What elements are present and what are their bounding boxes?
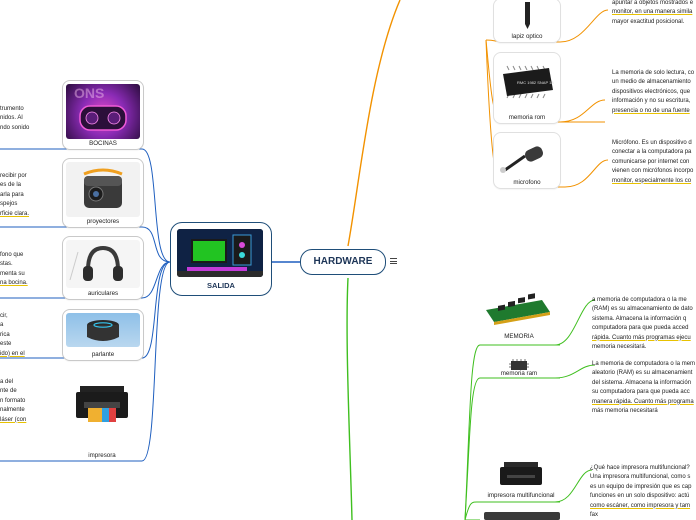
impresora-multifuncional-card[interactable]: impresora multifuncional [480,458,562,506]
proyectores-card[interactable]: proyectores [62,158,144,228]
memoria-ram-label: memoria ram [500,370,538,377]
rom-chip-icon: RMC 1982 SNAP 18 [497,56,557,110]
memoria-label: MEMORIA [504,333,534,340]
auriculares-description: fono que stas. menta su na bocina. [0,252,28,287]
rom-chip-text: RMC 1982 SNAP 18 [517,80,554,85]
parlante-label: parlante [91,351,115,358]
connector-entrada-trunk [347,0,401,247]
bocinas-description: trumento nidos. Al ndo sonido [0,106,30,131]
connector-ram-to-text [554,364,596,379]
microfono-label: microfono [513,179,541,186]
svg-text:ONS: ONS [74,85,104,101]
memoria-card[interactable]: MEMORIA [480,292,558,347]
memoria-ram-card[interactable]: memoria ram [480,358,558,380]
lapiz-optico-card[interactable]: lapiz optico [493,0,561,43]
speaker-icon: ONS [66,84,140,139]
memoria-ram-description: La memoria de computadora o la mem aleat… [592,361,696,415]
hamburger-icon[interactable] [390,258,397,264]
parlante-description: cir, a rica este ido) en el [0,313,25,357]
ram-chip-icon [509,359,529,370]
multifunction-printer-icon [500,462,542,485]
connector-rom-to-text [559,99,606,123]
proyectores-label: proyectores [86,218,120,225]
impresora-multifuncional-description: ¿Qué hace impresora multifuncional? Una … [590,465,692,519]
bocinas-label: BOCINAS [89,140,117,147]
impresora-description: a del nte de n formato nalmente láser (c… [0,379,27,423]
impresora-card[interactable]: impresora [62,372,142,462]
salida-label: SALIDA [207,281,235,290]
lapiz-optico-label: lapiz optico [511,33,543,40]
headphones-icon [66,240,140,288]
memoria-rom-label: memoria rom [508,114,546,121]
gaming-pc-icon [177,229,263,277]
microfono-description: Micrófono. Es un dispositivo d conectar … [612,140,694,184]
connector-lapiz-to-text [559,9,609,43]
lapiz-optico-description: apuntar a objetos mostrados e monitor, e… [612,0,694,25]
hardware-node[interactable]: HARDWARE [300,249,386,275]
hardware-title: HARDWARE [313,256,373,267]
proyectores-description: recibir por es de la arla para spejos rf… [0,173,30,217]
impresora-label: impresora [88,452,116,459]
microfono-card[interactable]: microfono [493,132,561,189]
memoria-rom-card[interactable]: RMC 1982 SNAP 18 memoria rom [493,52,561,124]
parlante-card[interactable]: parlante [62,309,144,361]
connector-mic-to-text [564,159,609,188]
keyboard-card-partial[interactable] [484,512,560,520]
microphone-icon [497,136,557,176]
impresora-multifuncional-label: impresora multifuncional [487,492,555,499]
smart-speaker-icon [66,313,140,347]
auriculares-card[interactable]: auriculares [62,236,144,300]
connector-almacenamiento-trunk [346,277,353,520]
light-pen-icon [497,2,557,30]
ram-module-icon [486,293,550,325]
memoria-description: a memoria de computadora o la me (RAM) e… [592,297,693,351]
projector-icon [66,162,140,217]
salida-node[interactable]: SALIDA [170,222,272,296]
printer-icon [76,386,128,422]
bocinas-card[interactable]: ONS BOCINAS [62,80,144,150]
connector-memoria-to-text [554,299,596,346]
memoria-rom-description: La memoria de solo lectura, co un medio … [612,70,695,114]
auriculares-label: auriculares [87,290,119,297]
